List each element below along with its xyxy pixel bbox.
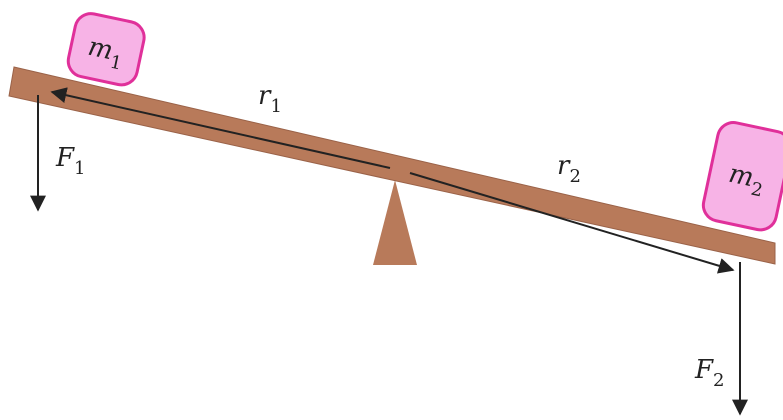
m2-subscript: 2 [749,179,765,202]
mass-m2-block [701,121,783,232]
r2-arrow [409,172,735,274]
mass-m2: m2 [701,121,783,232]
r2-subscript: 2 [569,166,580,187]
m1-subscript: 1 [108,52,124,75]
f2-label: F2 [694,355,725,391]
m1-symbol: m [85,32,115,66]
r2-symbol: r [557,151,571,181]
f2-subscript: 2 [713,370,724,391]
r1-symbol: r [258,81,272,111]
lever-beam [8,66,776,265]
f1-label: F1 [55,143,86,179]
m2-label: m2 [725,159,768,202]
mass-m1-block [66,12,146,87]
f1-symbol: F [55,143,75,173]
f1-subscript: 1 [74,158,85,179]
m2-symbol: m [726,159,756,193]
m1-label: m1 [84,32,127,75]
f2-symbol: F [694,355,714,385]
fulcrum [373,180,417,265]
r1-arrow [50,87,391,169]
r1-subscript: 1 [270,96,281,117]
r2-label: r2 [557,151,581,187]
r1-label: r1 [258,81,282,117]
mass-m1: m1 [66,12,146,87]
